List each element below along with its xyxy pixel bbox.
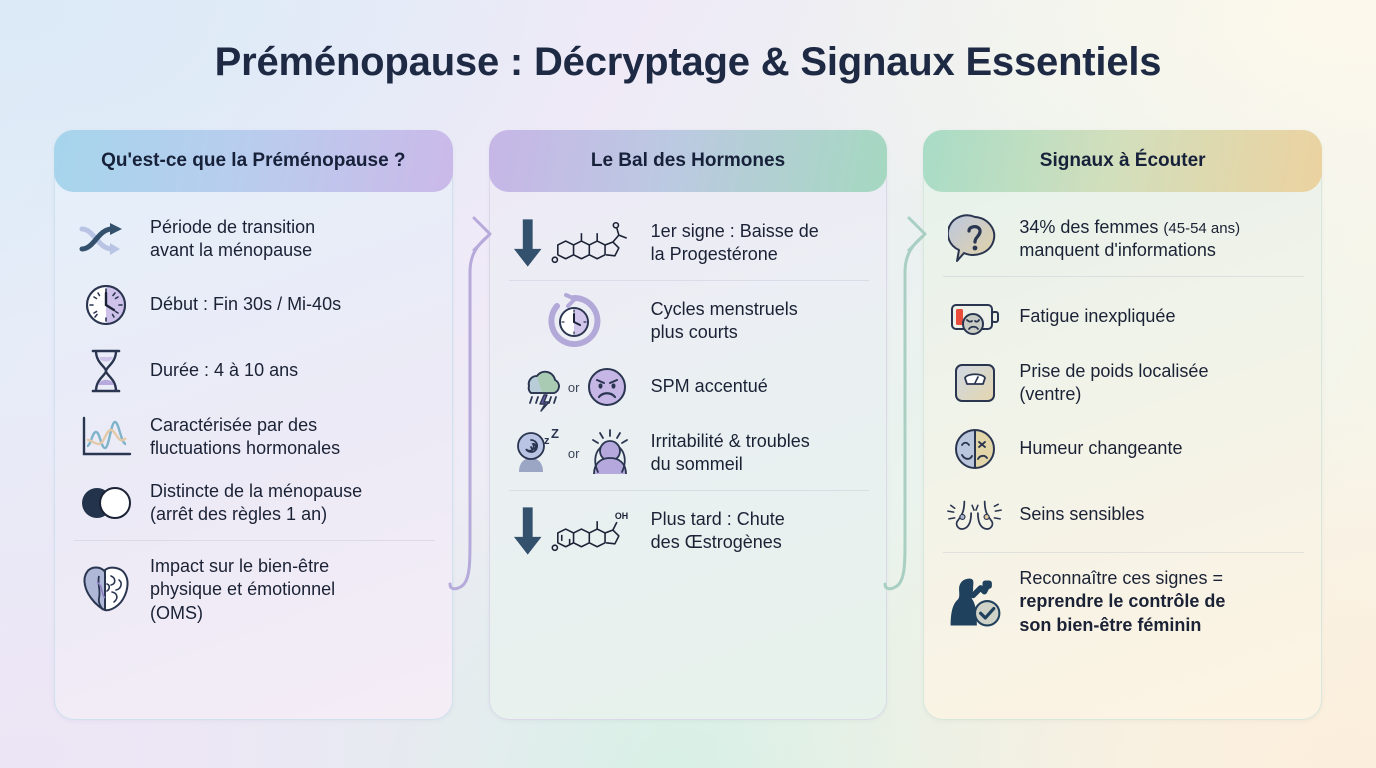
- list-item-label: Caractérisée par des fluctuations hormon…: [150, 414, 341, 458]
- list-item: Impact sur le bien-être physique et émot…: [74, 540, 435, 632]
- card-body-1: Période de transition avant la ménopause: [54, 192, 453, 720]
- sad-face-icon: [588, 368, 627, 406]
- list-item: z Z or: [509, 420, 870, 486]
- svg-text:Z: Z: [551, 428, 559, 441]
- storm-cloud-and-sad-face-icons: or: [511, 361, 637, 413]
- cta-bold-text: reprendre le contrôle de son bien-être f…: [1019, 591, 1226, 635]
- list-item: Humeur changeante: [943, 416, 1304, 482]
- svg-text:OH: OH: [615, 511, 628, 521]
- stressed-person-icon: [592, 429, 629, 475]
- stat-tail-text: manquent d'informations: [1019, 240, 1216, 260]
- list-item-label: 1er signe : Baisse de la Progestérone: [650, 220, 819, 264]
- list-item: or SPM accentué: [509, 354, 870, 420]
- columns-board: Qu'est-ce que la Préménopause ? Période …: [54, 130, 1323, 720]
- weight-scale-icon: [945, 357, 1005, 409]
- list-item: Reconnaître ces signes = reprendre le co…: [943, 552, 1305, 644]
- list-item-label: Distincte de la ménopause (arrêt des règ…: [150, 480, 363, 524]
- down-arrow-estrogen-icon: OH: [511, 505, 637, 557]
- list-item-label: 34% des femmes (45-54 ans) manquent d'in…: [1019, 216, 1240, 263]
- list-item-label: Humeur changeante: [1019, 438, 1183, 459]
- storm-cloud-icon: [527, 370, 560, 412]
- list-item: Période de transition avant la ménopause: [74, 206, 435, 272]
- list-item-label: Seins sensibles: [1019, 504, 1145, 525]
- list-item: Distincte de la ménopause (arrêt des règ…: [74, 470, 435, 536]
- heart-brain-icon: [76, 564, 136, 616]
- shuffle-arrows-icon: [76, 213, 136, 265]
- cycle-clock-icon: [511, 293, 637, 347]
- low-battery-face-icon: [945, 291, 1005, 343]
- list-item: Prise de poids localisée (ventre): [943, 350, 1304, 416]
- svg-text:z: z: [544, 435, 550, 447]
- list-item-label: Cycles menstruels plus courts: [650, 298, 798, 342]
- card-signals-to-listen: Signaux à Écouter 34% des femmes (45-54 …: [923, 130, 1323, 720]
- list-item-label: Impact sur le bien-être physique et émot…: [150, 556, 336, 623]
- card-body-3: 34% des femmes (45-54 ans) manquent d'in…: [923, 192, 1322, 720]
- question-bubble-icon: [945, 213, 1005, 265]
- or-separator-label: or: [567, 379, 580, 395]
- card-header-1: Qu'est-ce que la Préménopause ?: [54, 130, 453, 192]
- card-body-2: 1er signe : Baisse de la Progestérone: [489, 192, 888, 720]
- list-item: Seins sensibles: [943, 482, 1304, 548]
- list-item-label: Durée : 4 à 10 ans: [150, 360, 299, 381]
- list-item-label: Prise de poids localisée (ventre): [1019, 360, 1209, 404]
- list-item: 34% des femmes (45-54 ans) manquent d'in…: [943, 206, 1304, 272]
- or-separator-label: or: [567, 445, 580, 461]
- hourglass-icon: [76, 345, 136, 397]
- insomnia-head-icon: z Z: [516, 428, 559, 472]
- list-item: Durée : 4 à 10 ans: [74, 338, 435, 404]
- stat-lead-text: 34% des femmes: [1019, 216, 1164, 237]
- card-hormone-dance: Le Bal des Hormones: [488, 130, 888, 720]
- list-item: Cycles menstruels plus courts: [508, 280, 870, 354]
- down-arrow-progesterone-icon: [511, 217, 637, 269]
- list-item-label: Fatigue inexpliquée: [1019, 306, 1176, 327]
- cta-lead-text: Reconnaître ces signes =: [1019, 568, 1223, 588]
- list-item: 1er signe : Baisse de la Progestérone: [509, 210, 870, 276]
- list-item: OH Plus tard : Chute des Œstrogènes: [508, 490, 870, 564]
- insomnia-and-stressed-person-icons: z Z or: [511, 427, 637, 479]
- list-item-label: SPM accentué: [650, 376, 768, 397]
- list-item-label: Début : Fin 30s / Mi-40s: [150, 294, 342, 315]
- sensitive-breasts-icon: [945, 489, 1005, 541]
- fluctuation-chart-icon: [76, 411, 136, 463]
- list-item-label: Plus tard : Chute des Œstrogènes: [650, 508, 785, 552]
- card-what-is-perimenopause: Qu'est-ce que la Préménopause ? Période …: [54, 130, 453, 720]
- empowered-woman-check-icon: [945, 576, 1005, 628]
- clock-icon: [76, 279, 136, 331]
- list-item: Début : Fin 30s / Mi-40s: [74, 272, 435, 338]
- card-background: [488, 130, 888, 720]
- list-item-label: Reconnaître ces signes = reprendre le co…: [1019, 567, 1225, 637]
- list-item: Caractérisée par des fluctuations hormon…: [74, 404, 435, 470]
- list-item-label: Irritabilité & troubles du sommeil: [650, 430, 810, 474]
- card-header-2: Le Bal des Hormones: [488, 130, 888, 192]
- venn-circles-icon: [76, 477, 136, 529]
- stat-age-range-text: (45-54 ans): [1163, 219, 1241, 237]
- mood-split-face-icon: [945, 423, 1005, 475]
- list-item: Fatigue inexpliquée: [943, 276, 1305, 350]
- list-item-label: Période de transition avant la ménopause: [150, 216, 316, 260]
- page-title: Préménopause : Décryptage & Signaux Esse…: [214, 40, 1162, 84]
- card-header-3: Signaux à Écouter: [923, 130, 1323, 192]
